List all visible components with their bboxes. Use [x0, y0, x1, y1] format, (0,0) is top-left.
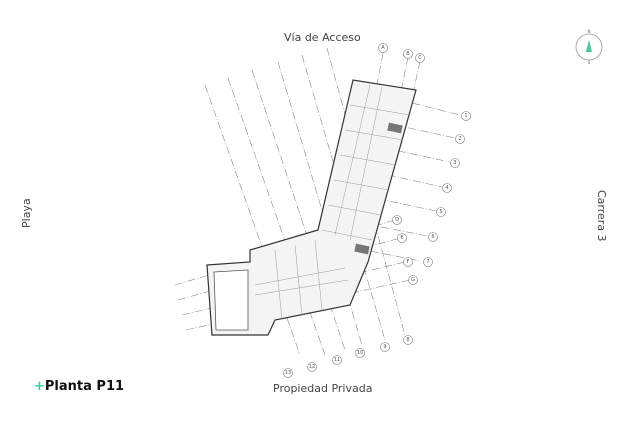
- grid-bubble-1: 1: [461, 111, 471, 121]
- svg-text:11: 11: [334, 357, 340, 363]
- svg-text:6: 6: [431, 234, 434, 240]
- compass: N S: [575, 29, 603, 65]
- svg-text:1: 1: [464, 113, 467, 119]
- svg-text:4: 4: [445, 185, 448, 191]
- grid-bubble-3: 3: [450, 158, 460, 168]
- grid-bubble-B: B: [403, 49, 413, 59]
- grid-bubble-8: 8: [403, 335, 413, 345]
- svg-text:12: 12: [309, 364, 315, 370]
- svg-text:3: 3: [453, 160, 456, 166]
- grid-bubble-F: F: [403, 257, 413, 267]
- svg-text:A: A: [381, 45, 385, 51]
- grid-bubble-6: 6: [428, 232, 438, 242]
- grid-bubbles: A B C D E F G 1 2 3 4 5 6 7 8 9 10 11 12…: [283, 43, 471, 378]
- grid-bubble-13: 13: [283, 368, 293, 378]
- grid-bubble-A: A: [378, 43, 388, 53]
- svg-text:B: B: [406, 51, 410, 57]
- svg-text:8: 8: [406, 337, 409, 343]
- svg-text:F: F: [407, 259, 410, 265]
- svg-text:N: N: [588, 29, 591, 34]
- grid-bubble-7: 7: [423, 257, 433, 267]
- grid-bubble-4: 4: [442, 183, 452, 193]
- grid-bubble-2: 2: [455, 134, 465, 144]
- svg-text:G: G: [411, 277, 415, 283]
- grid-bubble-9: 9: [380, 342, 390, 352]
- grid-bubble-5: 5: [436, 207, 446, 217]
- svg-text:D: D: [395, 217, 399, 223]
- street-label-bottom: Propiedad Privada: [273, 382, 373, 395]
- grid-bubble-G: G: [408, 275, 418, 285]
- building-outline: [206, 79, 417, 336]
- svg-text:2: 2: [458, 136, 461, 142]
- svg-text:7: 7: [426, 259, 429, 265]
- grid-bubble-11: 11: [332, 355, 342, 365]
- grid-bubble-12: 12: [307, 362, 317, 372]
- grid-bubble-E: E: [397, 233, 407, 243]
- svg-text:9: 9: [383, 344, 386, 350]
- svg-text:10: 10: [357, 350, 363, 356]
- grid-bubble-10: 10: [355, 348, 365, 358]
- svg-text:5: 5: [439, 209, 442, 215]
- svg-text:S: S: [588, 60, 591, 65]
- north-arrow-icon: [586, 40, 592, 52]
- grid-bubble-D: D: [392, 215, 402, 225]
- svg-text:C: C: [418, 55, 422, 61]
- svg-text:E: E: [400, 235, 403, 241]
- svg-text:13: 13: [285, 370, 291, 376]
- grid-bubble-C: C: [415, 53, 425, 63]
- street-label-top: Vía de Acceso: [284, 31, 361, 44]
- plan-title: +Planta P11: [34, 379, 125, 394]
